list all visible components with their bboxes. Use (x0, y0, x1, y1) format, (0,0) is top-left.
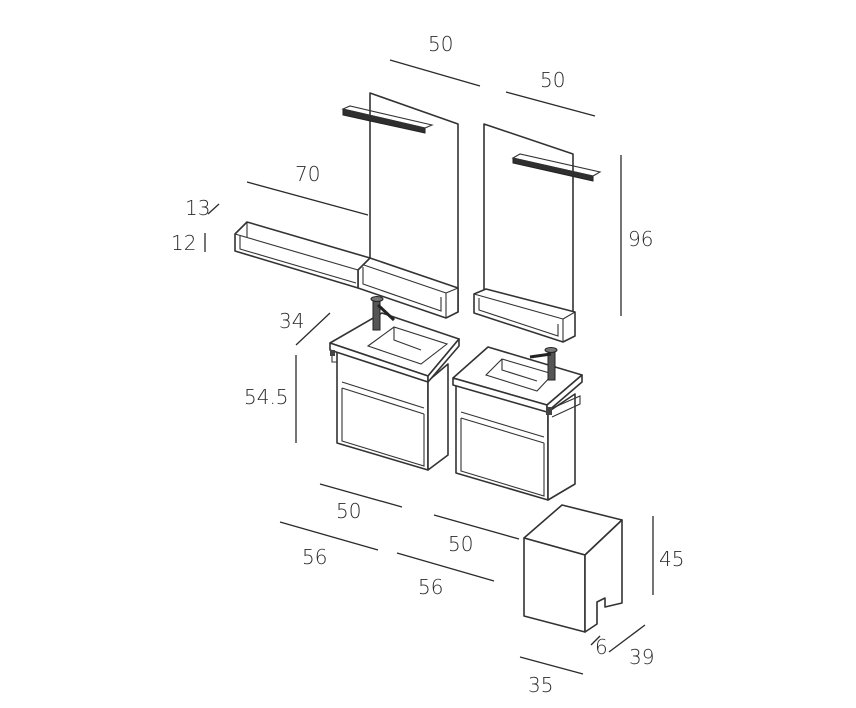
dim-mirror-left-width: 50 (428, 32, 453, 56)
dim-vanity-height: 54.5 (244, 385, 289, 409)
towel-bar-right (546, 395, 581, 418)
dim-stool-height: 45 (659, 547, 684, 571)
mirror-right-shelf (473, 288, 576, 343)
dim-shelf-height: 12 (171, 231, 196, 255)
dim-top-right-width: 56 (418, 575, 443, 599)
vanity-left (329, 296, 460, 471)
dim-stool-depth: 39 (629, 645, 654, 669)
dim-shelf-depth: 13 (185, 196, 210, 220)
light-bar-left (341, 105, 434, 134)
dim-mirror-right-width: 50 (540, 68, 565, 92)
mirror-right (473, 123, 602, 343)
mirror-left (341, 92, 459, 319)
faucet-left (370, 296, 396, 331)
vanity-right (452, 346, 583, 501)
dim-shelf-length: 70 (295, 162, 320, 186)
dimension-lines (204, 59, 654, 675)
stool (523, 504, 623, 633)
dim-top-left-width: 56 (302, 545, 327, 569)
wall-shelf (234, 221, 371, 289)
dim-vanity-left-width: 50 (336, 499, 361, 523)
towel-bar-left (330, 350, 337, 363)
dim-vanity-right-width: 50 (448, 532, 473, 556)
dim-mirror-height: 96 (628, 227, 653, 251)
dim-vanity-depth: 34 (279, 309, 304, 333)
dim-stool-width: 35 (528, 673, 553, 697)
dimension-labels: 50 50 70 13 12 96 34 54.5 50 56 50 56 45… (171, 32, 684, 697)
faucet-right (529, 347, 558, 381)
light-bar-right (511, 153, 602, 182)
dim-stool-leg: 6 (595, 635, 608, 659)
